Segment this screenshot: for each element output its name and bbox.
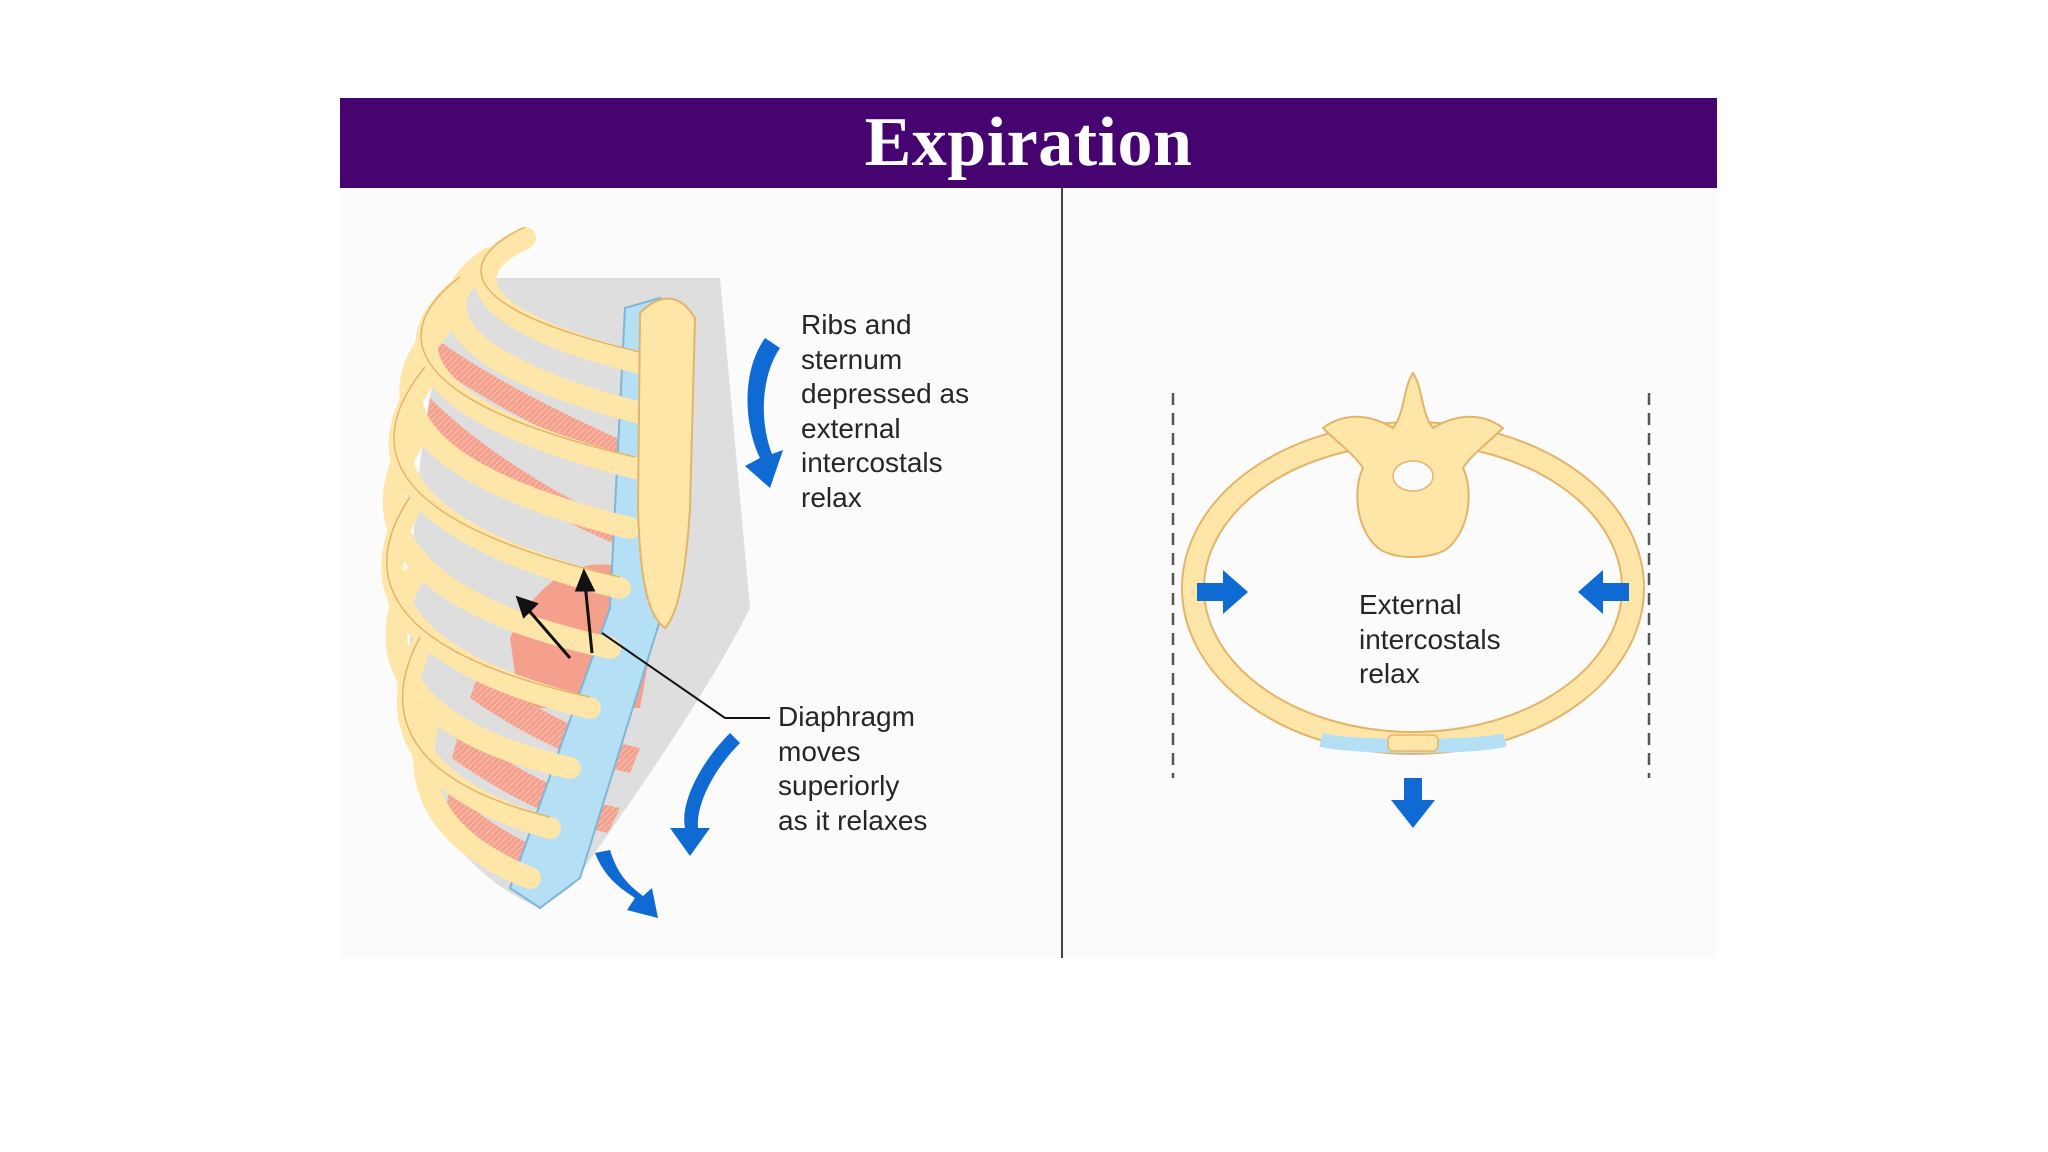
panel-divider xyxy=(1061,188,1063,958)
inward-arrows xyxy=(1197,570,1629,828)
downward-arrows xyxy=(595,338,783,918)
title-bar: Expiration xyxy=(340,98,1717,188)
diaphragm-leader-line xyxy=(601,632,726,719)
diaphragm-movement-arrows xyxy=(515,568,596,659)
expiration-figure: Ribs and sternum depressed as external i… xyxy=(340,188,1717,958)
cage-down-arrow xyxy=(670,733,740,856)
diaphragm-label: Diaphragm moves superiorly as it relaxes xyxy=(778,701,928,836)
down-arrow xyxy=(1391,778,1435,828)
intercostals-label: External intercostals relax xyxy=(1359,589,1501,689)
thorax-cross-section xyxy=(1171,371,1651,828)
sternum-section xyxy=(1387,734,1439,752)
cage-bottom-arrow xyxy=(595,850,658,918)
left-inward-arrow xyxy=(1197,570,1248,614)
rib-cage-illustration xyxy=(381,226,783,918)
slide-title: Expiration xyxy=(864,104,1193,181)
sternum xyxy=(636,297,697,630)
vertebral-foramen xyxy=(1392,460,1434,492)
cross-section-panel: External intercostals relax xyxy=(1063,188,1717,958)
ribs-down-arrow xyxy=(745,338,783,488)
rib-cage-panel: Ribs and sternum depressed as external i… xyxy=(340,188,1061,958)
right-inward-arrow xyxy=(1578,570,1629,614)
ribs-sternum-label: Ribs and sternum depressed as external i… xyxy=(801,309,970,513)
